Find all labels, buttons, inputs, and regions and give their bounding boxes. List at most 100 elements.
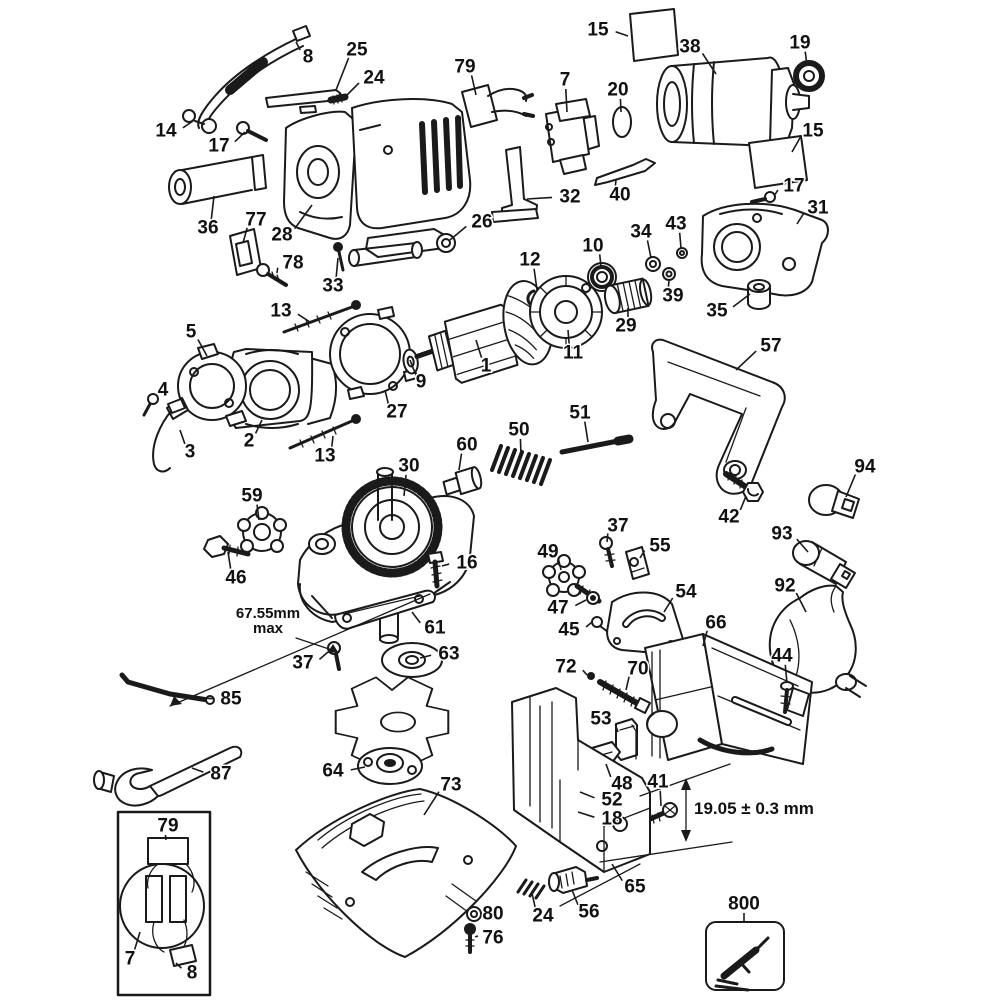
leader-line (164, 834, 167, 841)
dimension-text: 19.05 ± 0.3 mm (694, 799, 814, 818)
screw-37b (599, 536, 616, 568)
leader-line (199, 697, 214, 700)
leader-line (796, 213, 805, 225)
callout-65: 65 (624, 877, 646, 898)
washer-34 (645, 256, 661, 272)
leader-line (579, 791, 595, 799)
callout-39: 39 (662, 286, 683, 307)
hex-key-85 (119, 672, 215, 705)
leader-line (227, 551, 232, 570)
callout-76: 76 (482, 928, 503, 949)
lead-wire-3 (152, 398, 186, 473)
callout-40: 40 (609, 185, 630, 206)
bracket-32 (491, 146, 539, 223)
callout-52: 52 (601, 790, 622, 811)
callout-16: 16 (456, 553, 477, 574)
callout-45: 45 (558, 620, 580, 641)
leader-line (567, 329, 570, 345)
wiring-inset (116, 810, 212, 997)
callout-20: 20 (607, 80, 628, 101)
leader-line (403, 474, 407, 497)
pin-60 (442, 466, 483, 496)
leader-line (577, 811, 595, 818)
callout-4: 4 (158, 380, 169, 401)
leader-line (585, 621, 593, 628)
knob-59 (237, 506, 287, 553)
leader-line (133, 931, 141, 951)
leader-line (615, 31, 629, 37)
callout-63: 63 (438, 644, 459, 665)
callout-28: 28 (271, 225, 292, 246)
leader-line (234, 131, 246, 143)
callout-5: 5 (186, 322, 197, 343)
leader-line (191, 767, 204, 773)
callout-93: 93 (771, 524, 792, 545)
leader-line (571, 889, 579, 906)
leader-line (619, 98, 622, 113)
callout-15: 15 (802, 121, 824, 142)
washer-80 (466, 906, 482, 922)
leader-line (318, 651, 329, 660)
callout-41: 41 (647, 772, 669, 793)
callout-24: 24 (363, 68, 385, 89)
leader-line (519, 438, 522, 456)
washer-39 (662, 267, 676, 281)
leader-line (335, 257, 339, 278)
callout-51: 51 (569, 403, 591, 424)
leader-line (646, 240, 652, 259)
callout-36: 36 (197, 218, 218, 239)
lever-40 (594, 158, 656, 186)
leader-line (606, 533, 609, 543)
callout-55: 55 (649, 536, 671, 557)
leader-line (182, 120, 194, 129)
leader-line (574, 599, 587, 607)
cutter-blade (334, 676, 450, 768)
callout-3: 3 (185, 442, 196, 463)
handle-grip (168, 154, 267, 205)
callout-800: 800 (728, 894, 760, 915)
leader-line (458, 453, 463, 471)
leader-line (423, 791, 440, 816)
leader-line (474, 935, 479, 938)
callout-37: 37 (607, 516, 628, 537)
leader-line (330, 435, 334, 448)
accessory-box-800 (705, 921, 785, 992)
gear-base-30 (297, 467, 475, 644)
leader-line (179, 429, 186, 445)
callout-50: 50 (508, 420, 529, 441)
leader-line (773, 189, 779, 197)
pinion-29 (603, 277, 653, 315)
callout-54: 54 (675, 582, 697, 603)
dimension-67-55 (169, 593, 431, 707)
callout-53: 53 (590, 709, 611, 730)
leader-line (564, 88, 568, 113)
leader-line (475, 339, 483, 358)
callout-73: 73 (440, 775, 461, 796)
callout-19: 19 (789, 33, 810, 54)
pin-33 (333, 242, 345, 272)
bearing-19 (793, 60, 825, 92)
screw-4 (142, 393, 159, 417)
callout-47: 47 (547, 598, 568, 619)
callout-27: 27 (386, 402, 407, 423)
label-15-right (748, 135, 808, 189)
callout-34: 34 (630, 222, 652, 243)
callout-17: 17 (783, 176, 804, 197)
callout-80: 80 (482, 904, 503, 925)
wrench-87 (93, 745, 243, 807)
leader-line (343, 82, 360, 99)
leader-line (254, 419, 263, 434)
callout-33: 33 (322, 276, 343, 297)
leader-line (256, 504, 260, 521)
flange-63 (381, 642, 443, 678)
leader-line (449, 225, 467, 241)
leader-line (335, 57, 350, 91)
leader-line (210, 195, 215, 220)
quadrant-54 (606, 591, 684, 656)
leader-line (582, 669, 588, 676)
leader-line (784, 664, 788, 684)
callout-13: 13 (314, 446, 335, 467)
leader-line (294, 204, 313, 230)
callout-11: 11 (563, 343, 584, 364)
